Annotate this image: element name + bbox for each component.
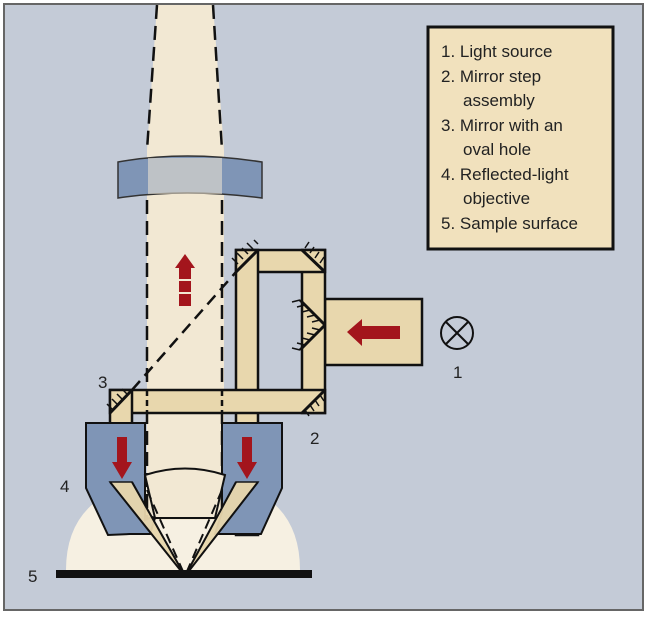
legend-item: 2. Mirror step — [441, 67, 541, 86]
legend-item: 3. Mirror with an — [441, 116, 563, 135]
callout-5: 5 — [28, 567, 37, 586]
legend-item: oval hole — [463, 140, 531, 159]
legend-item: 5. Sample surface — [441, 214, 578, 233]
legend-item: assembly — [463, 91, 535, 110]
left-arrow-icon — [347, 319, 400, 346]
up-arrow-icon — [175, 254, 195, 306]
legend-item: 4. Reflected-light — [441, 165, 569, 184]
legend-item: objective — [463, 189, 530, 208]
callout-4: 4 — [60, 477, 69, 496]
down-arrow-icon — [237, 437, 257, 479]
mirror-step-assembly — [108, 248, 327, 415]
callout-3: 3 — [98, 373, 107, 392]
sample-surface — [56, 570, 312, 578]
legend-item: 1. Light source — [441, 42, 553, 61]
light-source-icon — [440, 316, 474, 350]
down-arrow-icon — [112, 437, 132, 479]
callout-2: 2 — [310, 429, 319, 448]
oval-hole-edge — [131, 271, 237, 391]
callout-1: 1 — [453, 363, 462, 382]
legend: 1. Light source 2. Mirror step assembly … — [426, 25, 615, 251]
